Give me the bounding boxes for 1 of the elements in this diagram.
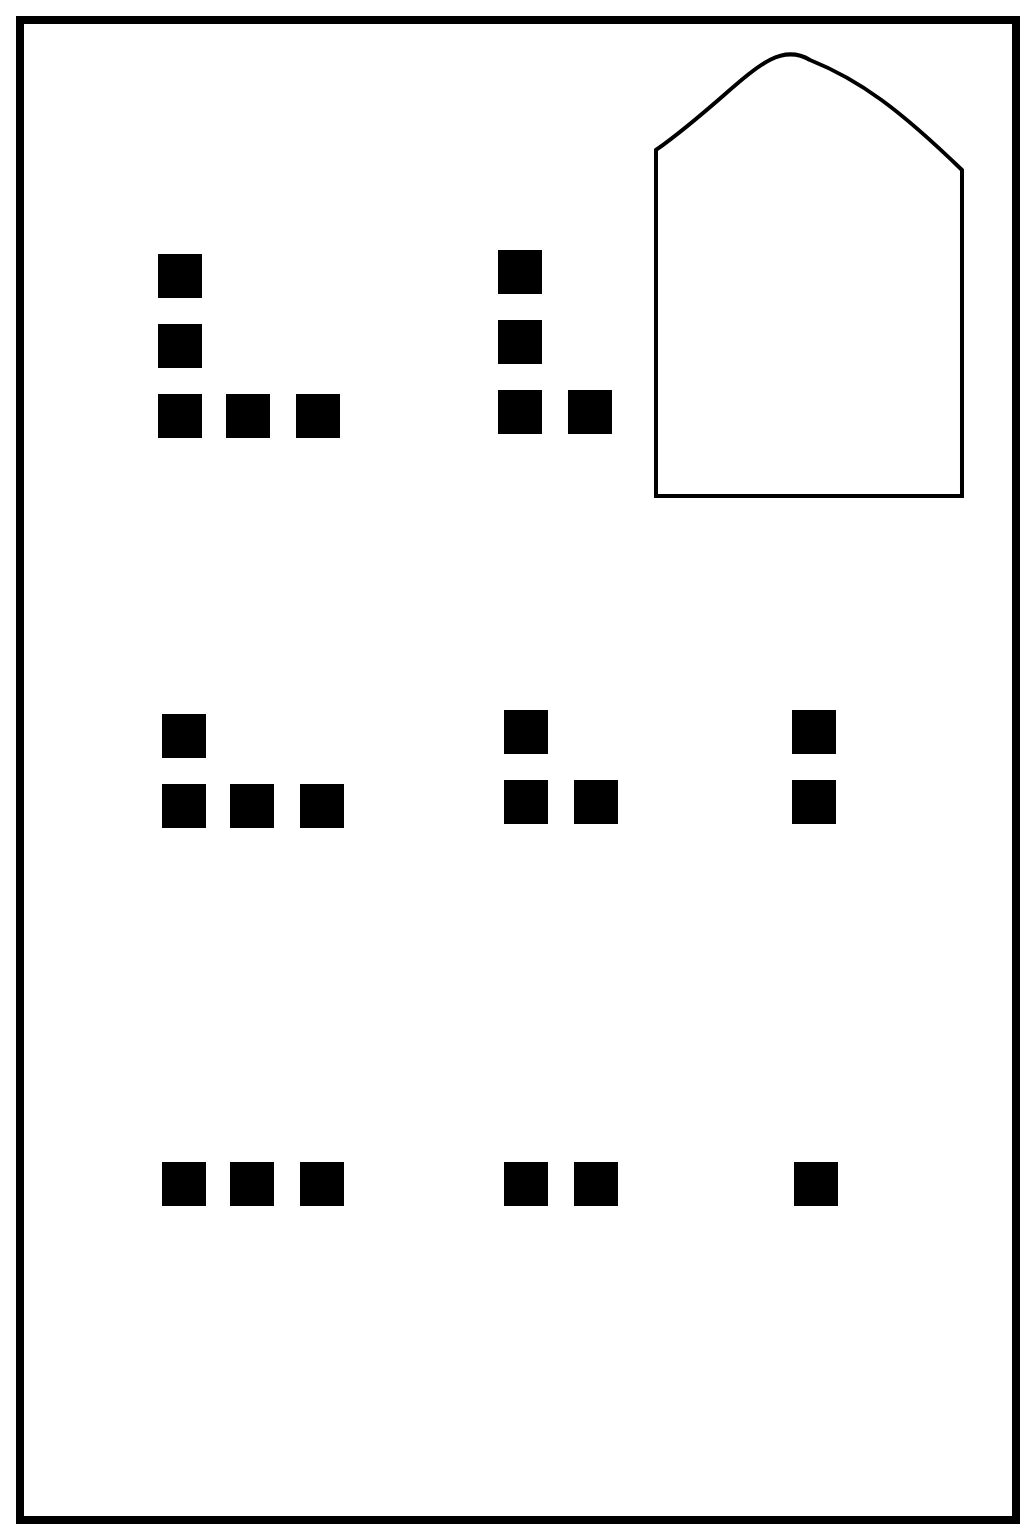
house-outline (654, 52, 964, 498)
